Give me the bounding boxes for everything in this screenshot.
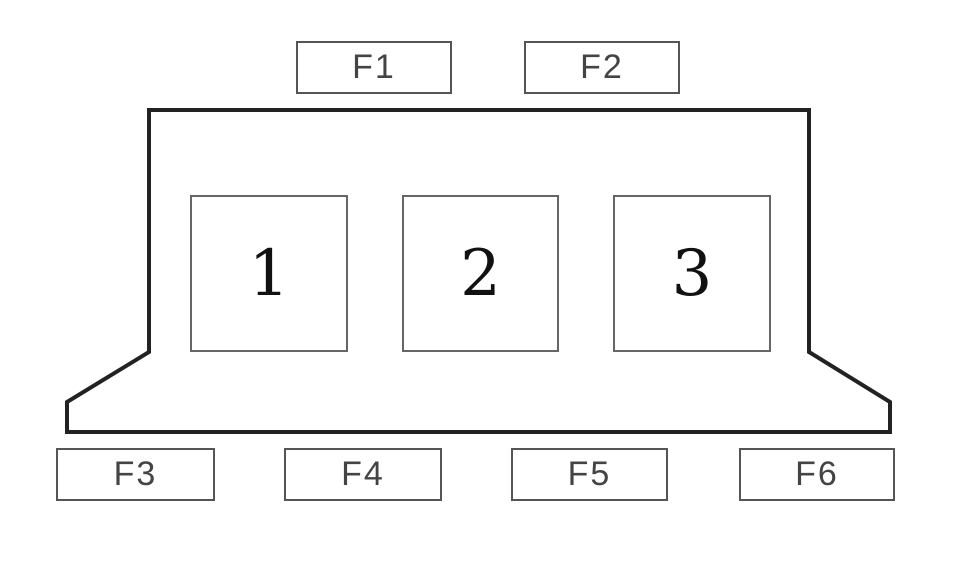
fuse-label-f4: F4 [284,448,442,501]
fuse-label-f3: F3 [56,448,215,501]
relay-slot-3: 3 [613,195,771,352]
relay-slot-2: 2 [402,195,559,352]
fuse-label-f1: F1 [296,41,452,94]
fuse-label-f5: F5 [511,448,668,501]
fuse-label-f2: F2 [524,41,680,94]
fuse-label-f6: F6 [739,448,895,501]
relay-slot-1: 1 [190,195,348,352]
